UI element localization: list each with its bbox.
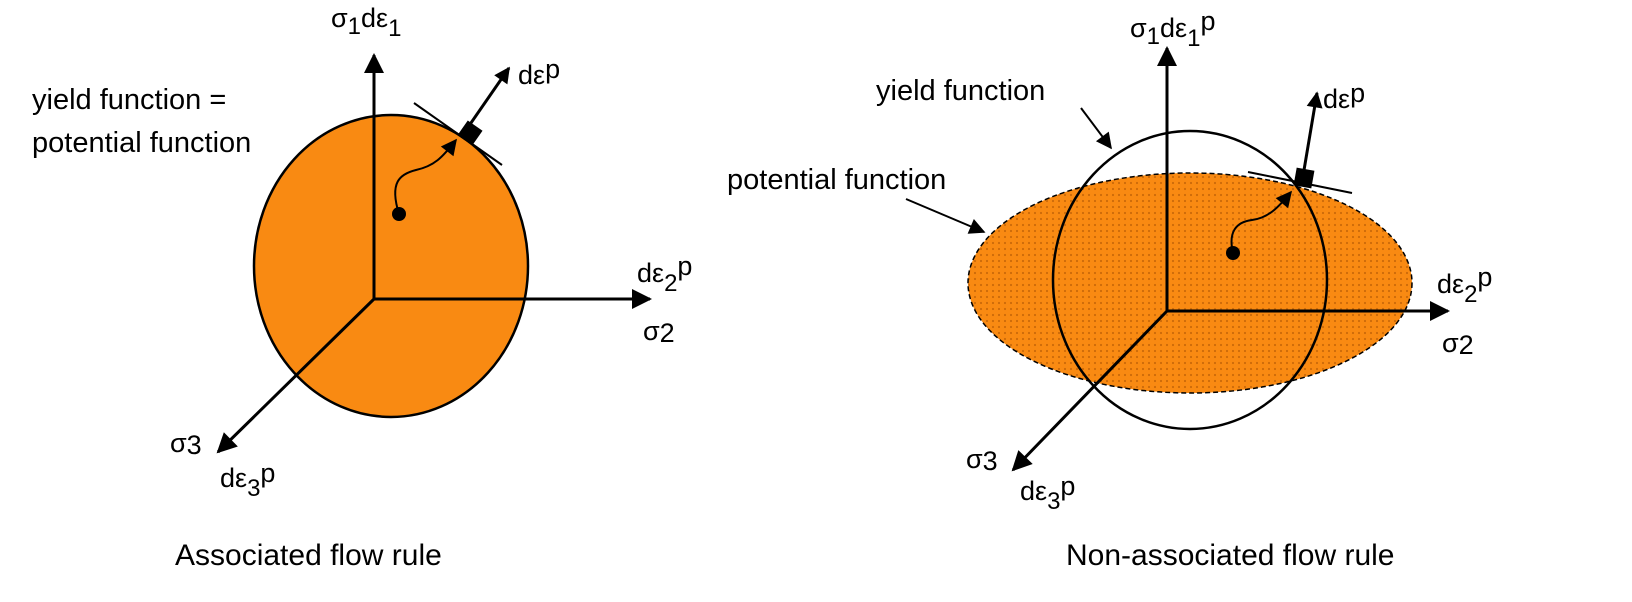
axis2-bottom-label-right: σ2 [1442, 328, 1474, 360]
normal-vector-left [462, 66, 511, 134]
axis2-bottom-label-left: σ2 [643, 316, 675, 348]
normal-square-right [1293, 167, 1315, 189]
left-panel: σ1dε1 dεp yield function = potential fun… [32, 3, 692, 572]
caption-right: Non-associated flow rule [1066, 539, 1395, 572]
axis3-label-left: σ3 [170, 428, 202, 460]
axis3-right [1011, 309, 1169, 472]
potential-surface-right [967, 172, 1413, 394]
normal-label-left: dεp [518, 54, 560, 90]
surface-label-line1-left: yield function = [32, 84, 226, 116]
stress-path-right [1230, 190, 1293, 254]
surface-label-line2-left: potential function [32, 127, 251, 159]
stress-point-left [392, 207, 406, 221]
yield-surface-right [1051, 129, 1329, 431]
normal-label-right: dεp [1323, 78, 1365, 114]
yield-leader-arrow [1080, 107, 1112, 150]
axis1-label-right: σ1dε1p [1130, 6, 1215, 52]
yield-label-right: yield function [876, 75, 1045, 107]
axis3-label2-left: dε3p [220, 458, 275, 502]
normal-vector-right [1300, 91, 1323, 183]
right-panel: σ1dε1p yield function dεp potential func… [727, 6, 1492, 572]
normal-square-left [457, 120, 483, 146]
axis2-top-label-right: dε2p [1437, 262, 1492, 308]
stress-point-right [1226, 246, 1240, 260]
axis1-label-left: σ1dε1 [331, 3, 401, 42]
potential-label-right: potential function [727, 164, 946, 196]
axis3-label-right: σ3 [966, 444, 998, 476]
caption-left: Associated flow rule [175, 539, 442, 572]
tangent-line-left [413, 102, 503, 166]
yield-surface-left [252, 113, 530, 419]
axis3-label2-right: dε3p [1020, 471, 1075, 515]
axis2-top-label-left: dε2p [637, 251, 692, 297]
axis3-left [216, 297, 376, 454]
potential-leader-arrow [905, 198, 986, 234]
stress-path-left [394, 138, 457, 215]
